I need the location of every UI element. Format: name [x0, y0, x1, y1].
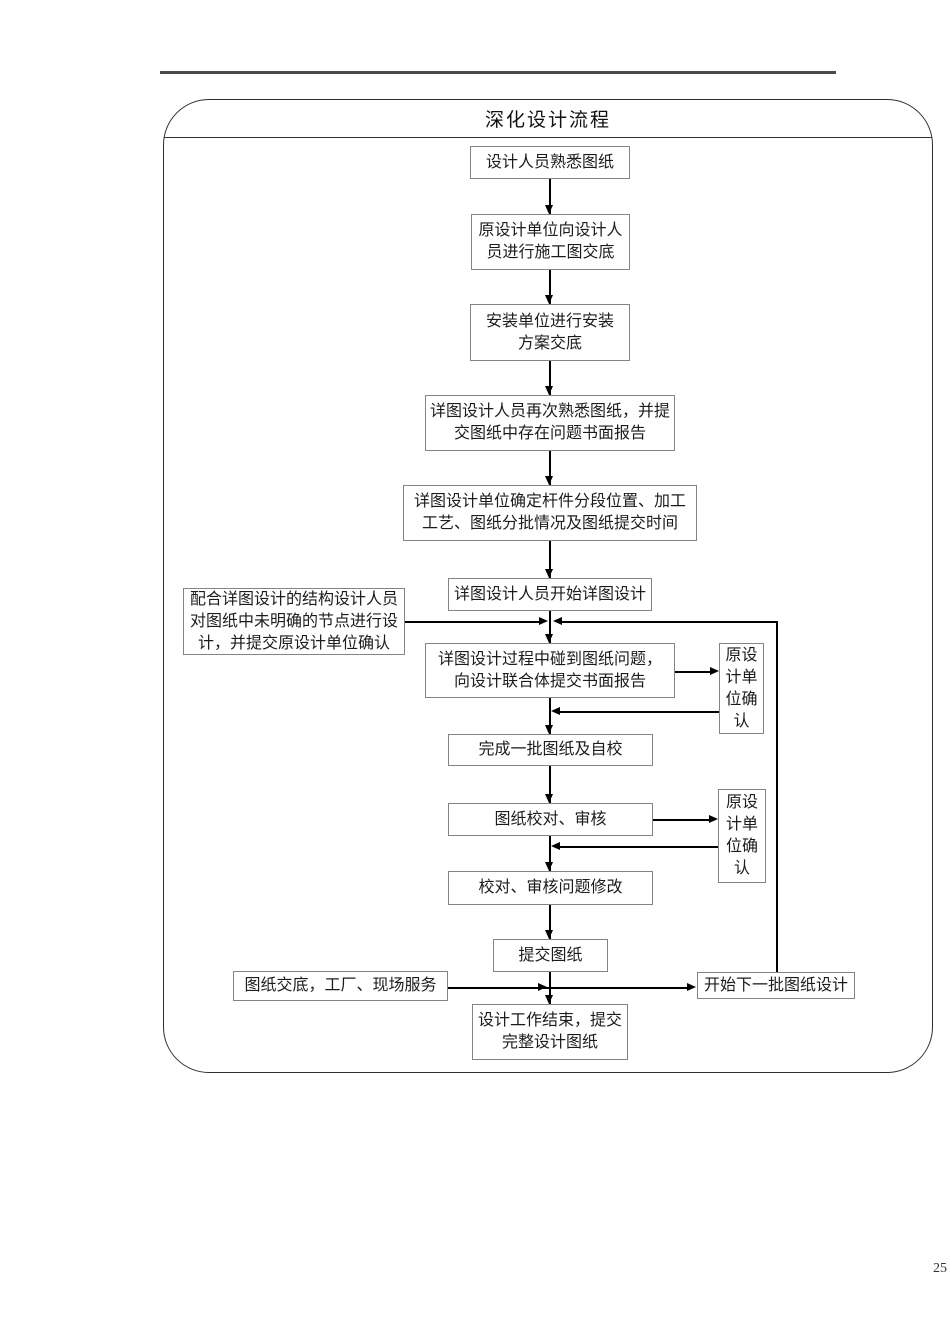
flow-side-structural-designer-support: 配合详图设计的结构设计人员 对图纸中未明确的节点进行设 计，并提交原设计单位确认	[183, 588, 405, 655]
arrowhead-right-icon	[710, 667, 719, 675]
arrowhead-down-icon	[545, 386, 553, 395]
arrowhead-down-icon	[545, 794, 553, 803]
arrowhead-right-icon	[709, 815, 718, 823]
flow-side-drawing-disclosure-service: 图纸交底，工厂、现场服务	[233, 971, 448, 1001]
arrowhead-left-icon	[551, 842, 560, 850]
flow-step-familiarize-drawings: 设计人员熟悉图纸	[470, 146, 630, 179]
flow-side-start-next-batch: 开始下一批图纸设计	[697, 972, 855, 999]
flowchart-frame: 深化设计流程	[163, 99, 933, 1073]
flow-feedback-connector	[776, 621, 778, 972]
flowchart-title: 深化设计流程	[164, 100, 932, 138]
flow-connector	[560, 711, 719, 713]
flow-connector	[549, 541, 551, 578]
flow-step-design-complete: 设计工作结束，提交 完整设计图纸	[472, 1004, 628, 1060]
flow-connector	[549, 698, 551, 734]
arrowhead-down-icon	[545, 569, 553, 578]
arrowhead-right-icon	[687, 983, 696, 991]
arrowhead-right-icon	[538, 983, 547, 991]
flow-connector	[549, 361, 551, 395]
arrowhead-down-icon	[545, 205, 553, 214]
flow-connector	[560, 846, 718, 848]
flow-connector	[448, 987, 688, 989]
flow-connector	[675, 671, 710, 673]
arrowhead-left-icon	[551, 707, 560, 715]
arrowhead-down-icon	[545, 862, 553, 871]
flow-connector	[549, 836, 551, 871]
flow-step-refamiliarize-and-report: 详图设计人员再次熟悉图纸，并提 交图纸中存在问题书面报告	[425, 395, 675, 451]
flow-connector	[549, 270, 551, 304]
arrowhead-down-icon	[545, 930, 553, 939]
flow-connector	[549, 179, 551, 214]
arrowhead-down-icon	[545, 634, 553, 643]
flow-step-construction-drawing-disclosure: 原设计单位向设计人 员进行施工图交底	[471, 214, 630, 270]
flow-step-determine-segmentation: 详图设计单位确定杆件分段位置、加工 工艺、图纸分批情况及图纸提交时间	[403, 485, 697, 541]
arrowhead-left-icon	[553, 617, 562, 625]
flow-step-fix-review-issues: 校对、审核问题修改	[448, 871, 653, 905]
flow-feedback-connector	[562, 621, 777, 623]
arrowhead-down-icon	[545, 725, 553, 734]
flow-step-installation-plan-disclosure: 安装单位进行安装 方案交底	[470, 304, 630, 361]
flow-step-complete-batch-selfcheck: 完成一批图纸及自校	[448, 734, 653, 766]
flow-step-start-detail-design: 详图设计人员开始详图设计	[448, 578, 652, 611]
flow-step-proofread-review: 图纸校对、审核	[448, 803, 653, 836]
arrowhead-right-icon	[539, 617, 548, 625]
flow-connector	[549, 905, 551, 939]
flow-step-report-drawing-issues: 详图设计过程中碰到图纸问题， 向设计联合体提交书面报告	[425, 643, 675, 698]
header-rule	[160, 71, 836, 74]
flow-connector	[405, 621, 539, 623]
arrowhead-down-icon	[545, 295, 553, 304]
flow-step-submit-drawings: 提交图纸	[493, 939, 608, 972]
flow-side-original-designer-confirm-2: 原设 计单 位确 认	[718, 789, 766, 883]
flow-side-original-designer-confirm-1: 原设 计单 位确 认	[719, 643, 764, 734]
flow-connector	[549, 766, 551, 803]
flow-connector	[549, 611, 551, 643]
page-number: 25	[933, 1261, 947, 1276]
flow-connector	[549, 451, 551, 485]
arrowhead-down-icon	[545, 476, 553, 485]
flow-connector	[653, 819, 709, 821]
arrowhead-down-icon	[545, 995, 553, 1004]
